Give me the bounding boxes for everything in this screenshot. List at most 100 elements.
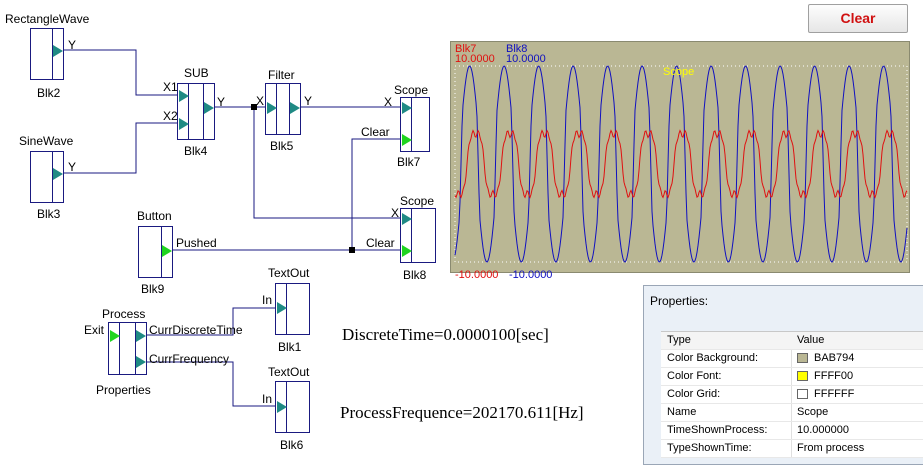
property-row[interactable]: Color Grid: FFFFFF [661, 386, 923, 404]
output-port[interactable] [162, 245, 172, 257]
property-value[interactable]: Scope [797, 406, 829, 418]
port-label: X [256, 94, 265, 108]
output-port[interactable] [136, 356, 146, 368]
junction-dot [349, 247, 355, 253]
output-port[interactable] [136, 330, 146, 342]
column-value: Value [797, 334, 825, 346]
block-title: Process [102, 307, 146, 321]
port-label: Y [217, 95, 226, 109]
block-name: Blk1 [278, 340, 302, 354]
port-label: Y [304, 94, 313, 108]
property-key: Color Background: [667, 352, 759, 364]
property-key: Color Grid: [667, 388, 721, 400]
property-key: Color Font: [667, 370, 722, 382]
property-row[interactable]: Color Background: BAB794 [661, 350, 923, 368]
output-port[interactable] [53, 45, 63, 57]
block-title: TextOut [268, 266, 310, 280]
series-name: Blk7 [455, 43, 477, 55]
wire-blk2-sub [64, 49, 178, 96]
property-key: TypeShownTime: [667, 442, 752, 454]
port-label: X [384, 95, 393, 109]
wiring-diagram [64, 49, 401, 407]
block-blk2[interactable] [30, 28, 64, 80]
color-swatch [797, 353, 808, 363]
block-title: SineWave [19, 134, 74, 148]
series-min-label: -10.0000 [509, 269, 553, 281]
input-port[interactable] [267, 102, 277, 114]
series-max-label: 10.0000 [455, 53, 495, 65]
property-key: TimeShownProcess: [667, 424, 768, 436]
block-blk3[interactable] [30, 151, 64, 203]
property-value[interactable]: From process [797, 442, 865, 454]
property-value[interactable]: 10.000000 [797, 424, 849, 436]
output-port[interactable] [53, 168, 63, 180]
input-port[interactable] [277, 302, 287, 314]
clear-port[interactable] [402, 245, 412, 257]
scope-display: Blk7 10.0000 Blk8 10.0000 Scope -10.0000… [450, 41, 910, 281]
properties-window[interactable]: Properties: Type Value Color Background:… [643, 285, 923, 465]
input-port[interactable] [402, 213, 412, 225]
clear-button[interactable]: Clear [808, 4, 908, 33]
block-blk9[interactable] [138, 226, 173, 278]
block-blk6[interactable] [275, 381, 310, 433]
input-port[interactable] [179, 90, 189, 102]
wire-process-blk6 [147, 361, 276, 407]
property-value[interactable]: BAB794 [814, 352, 855, 364]
block-title: Button [137, 209, 172, 223]
block-blk5[interactable] [265, 83, 301, 135]
property-row[interactable]: TypeShownTime: From process [661, 440, 923, 458]
port-label: X1 [163, 80, 178, 94]
scope-grid [454, 65, 908, 263]
discrete-time-readout: DiscreteTime=0.0000100[sec] [342, 325, 549, 344]
properties-header: Type Value [661, 332, 923, 350]
wire-blk3-sub [64, 122, 178, 174]
block-name: Blk8 [403, 268, 427, 282]
port-label: X2 [163, 109, 178, 123]
series-blk7-trace [454, 129, 908, 199]
block-name: Blk6 [280, 438, 304, 452]
block-title: Filter [268, 68, 295, 82]
port-label: Exit [84, 323, 105, 337]
port-label: Y [68, 160, 77, 174]
property-value[interactable]: FFFFFF [814, 388, 855, 400]
port-label: Pushed [176, 236, 217, 250]
clear-port[interactable] [402, 134, 412, 146]
block-blk7[interactable] [400, 97, 430, 152]
block-process[interactable] [108, 322, 147, 375]
series-max-label: 10.0000 [506, 53, 546, 65]
port-label: Clear [366, 236, 395, 250]
output-port[interactable] [204, 102, 214, 114]
property-row[interactable]: TimeShownProcess: 10.000000 [661, 422, 923, 440]
block-blk8[interactable] [400, 208, 436, 263]
wire-process-blk1 [147, 307, 276, 336]
block-name: Blk2 [37, 86, 61, 100]
block-blk4[interactable] [177, 83, 215, 140]
property-row[interactable]: Name Scope [661, 404, 923, 422]
series-blk8-trace [454, 65, 908, 263]
block-name: Blk7 [397, 155, 421, 169]
properties-title: Properties: [650, 294, 709, 308]
series-min-label: -10.0000 [455, 269, 499, 281]
color-swatch [797, 371, 808, 381]
port-label: In [262, 293, 273, 307]
scope-title: Scope [663, 66, 695, 78]
block-blk1[interactable] [275, 283, 310, 335]
block-title: Scope [400, 194, 435, 208]
block-name: Blk4 [184, 144, 208, 158]
block-name: Blk3 [37, 207, 61, 221]
property-value[interactable]: FFFF00 [814, 370, 854, 382]
exit-port[interactable] [110, 330, 120, 342]
properties-table: Type Value Color Background: BAB794 Colo… [661, 331, 923, 458]
input-port[interactable] [277, 401, 287, 413]
block-name: Blk9 [141, 282, 165, 296]
block-title: RectangleWave [5, 12, 90, 26]
junction-dot [251, 104, 257, 110]
property-row[interactable]: Color Font: FFFF00 [661, 368, 923, 386]
series-name: Blk8 [506, 43, 528, 55]
output-port[interactable] [290, 102, 300, 114]
block-title: SUB [184, 66, 209, 80]
input-port[interactable] [402, 102, 412, 114]
scope-plot [454, 65, 908, 263]
input-port[interactable] [179, 118, 189, 130]
port-label: X [391, 206, 400, 220]
